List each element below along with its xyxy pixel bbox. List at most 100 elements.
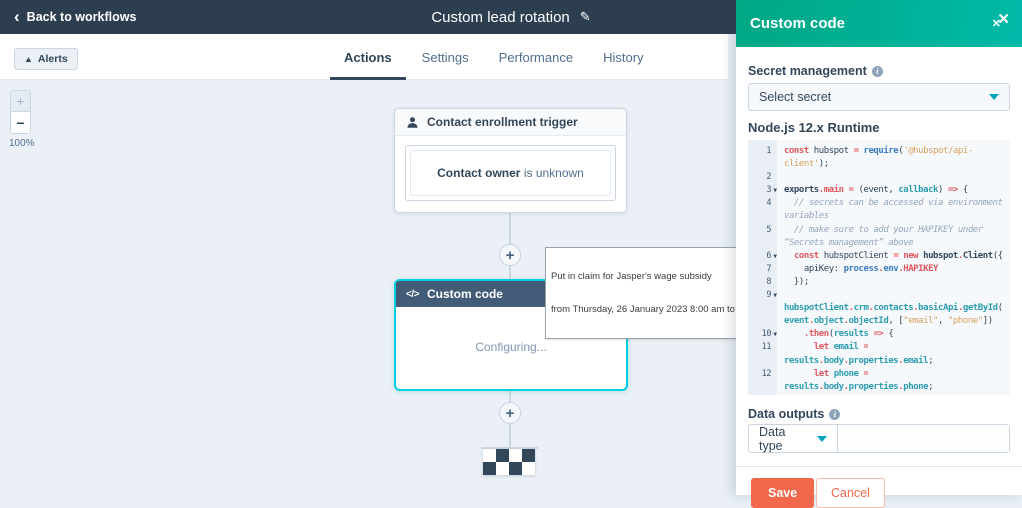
line-number: 8 <box>766 276 771 287</box>
line-number <box>748 355 777 368</box>
trigger-condition-box[interactable]: Contact owner is unknown <box>405 145 616 201</box>
condition-operator: is unknown <box>520 166 584 180</box>
line-number: 3▼ <box>748 184 777 197</box>
action-card-title: Custom code <box>426 287 503 301</box>
fold-caret-icon[interactable]: ▼ <box>773 252 777 260</box>
data-output-row: Data type <box>748 424 1010 453</box>
code-lines: 1 const hubspot = require('@hubspot/api-c… <box>748 140 1010 394</box>
tooltip-line-1: Put in claim for Jasper's wage subsidy <box>551 271 712 282</box>
back-to-workflows-link[interactable]: ‹ Back to workflows <box>14 0 136 34</box>
code-line: client'); <box>784 159 829 170</box>
code-row: 2 <box>748 171 1010 184</box>
fold-caret-icon[interactable]: ▼ <box>773 187 777 195</box>
code-row: 9▼ <box>748 289 1010 302</box>
tab-actions[interactable]: Actions <box>330 34 406 80</box>
line-number: 5 <box>766 224 771 235</box>
info-icon[interactable]: i <box>871 65 883 77</box>
cancel-button[interactable]: Cancel <box>816 478 885 508</box>
line-number: 10▼ <box>748 328 777 341</box>
code-line: results.body.properties.email; <box>784 355 934 366</box>
code-row: 5 // make sure to add your HAPIKEY under <box>748 224 1010 237</box>
info-icon[interactable]: i <box>829 408 841 420</box>
code-row: 8 }); <box>748 276 1010 289</box>
data-outputs-label: Data outputs i <box>748 407 841 421</box>
data-output-name-input[interactable] <box>838 425 1009 452</box>
line-number: 4 <box>766 198 771 209</box>
line-number <box>748 315 777 328</box>
person-icon <box>407 116 418 128</box>
line-number <box>748 302 777 315</box>
code-line: }); <box>784 276 809 287</box>
back-chevron-icon: ‹ <box>14 6 20 26</box>
line-number <box>748 210 777 223</box>
line-number <box>748 381 777 394</box>
condition-property: Contact owner <box>437 166 521 180</box>
alerts-label: Alerts <box>37 53 68 65</box>
zoom-out-button[interactable]: − <box>11 112 30 133</box>
add-action-button-top[interactable]: + <box>499 244 521 266</box>
code-row: 7 apiKey: process.env.HAPIKEY <box>748 263 1010 276</box>
code-editor[interactable]: 1 const hubspot = require('@hubspot/api-c… <box>748 140 1010 395</box>
workflow-title-bar: Custom lead rotation ✎ <box>0 0 1022 34</box>
code-line: apiKey: process.env.HAPIKEY <box>784 263 939 274</box>
line-number: 12 <box>761 368 772 379</box>
trigger-condition: Contact owner is unknown <box>410 150 611 196</box>
code-line: exports.main = (event, callback) => { <box>784 185 968 196</box>
code-line: // make sure to add your HAPIKEY under <box>784 224 983 235</box>
code-line: results.body.properties.phone; <box>784 381 934 392</box>
fold-caret-icon[interactable]: ▼ <box>773 292 777 300</box>
zoom-controls: + − <box>10 90 31 134</box>
code-row: 12 let phone = <box>748 368 1010 381</box>
secret-management-label: Secret management i <box>748 64 883 78</box>
custom-code-panel: Custom code ✕ ✕ Secret management i Sele… <box>736 0 1022 508</box>
code-line: const hubspotClient = new hubspot.Client… <box>793 250 1003 261</box>
code-row: 4 // secrets can be accessed via environ… <box>748 197 1010 210</box>
data-type-dropdown[interactable]: Data type <box>749 424 838 453</box>
chevron-down-icon <box>817 435 827 442</box>
close-panel-button[interactable]: ✕ ✕ <box>982 10 1012 36</box>
secret-select-value: Select secret <box>759 90 832 104</box>
code-row: 10▼ .then(results => { <box>748 328 1010 341</box>
code-line: event.object.objectId, ["email", "phone"… <box>784 316 993 327</box>
code-line: hubspotClient.crm.contacts.basicApi.getB… <box>784 303 1003 314</box>
code-row: results.body.properties.email; <box>748 355 1010 368</box>
line-number: 6▼ <box>748 250 777 263</box>
alerts-button[interactable]: ▲! Alerts <box>14 48 78 70</box>
tab-settings[interactable]: Settings <box>421 49 469 65</box>
code-line: “Secrets management” above <box>784 237 914 248</box>
save-button[interactable]: Save <box>751 478 815 508</box>
code-line: let phone = <box>813 368 869 379</box>
code-row: 11 let email = <box>748 341 1010 354</box>
code-line: let email = <box>813 342 869 353</box>
tab-history[interactable]: History <box>603 49 644 65</box>
end-of-workflow-flag-icon <box>483 449 535 475</box>
runtime-label: Node.js 12.x Runtime <box>748 120 880 135</box>
data-type-value: Data type <box>759 424 786 453</box>
close-icon: ✕ <box>997 11 1010 28</box>
code-line: variables <box>784 211 829 222</box>
fold-caret-icon[interactable]: ▼ <box>773 331 777 339</box>
chevron-down-icon <box>989 94 999 100</box>
warning-icon: ▲! <box>24 53 33 64</box>
edit-title-icon[interactable]: ✎ <box>579 9 591 24</box>
secret-select-dropdown[interactable]: Select secret <box>748 83 1010 111</box>
close-icon-small: ✕ <box>991 18 1001 30</box>
code-line <box>777 289 784 302</box>
panel-footer-divider <box>736 466 1022 495</box>
code-line <box>777 171 784 184</box>
code-row: client'); <box>748 158 1010 171</box>
workflow-tabs: Actions Settings Performance History <box>330 34 656 80</box>
code-row: 3▼ exports.main = (event, callback) => { <box>748 184 1010 197</box>
trigger-card-title: Contact enrollment trigger <box>427 115 578 129</box>
code-row: 6▼ const hubspotClient = new hubspot.Cli… <box>748 250 1010 263</box>
code-line: .then(results => { <box>803 329 894 340</box>
add-action-button-bottom[interactable]: + <box>499 402 521 424</box>
code-line: const hubspot = require('@hubspot/api- <box>784 146 973 156</box>
zoom-level: 100% <box>9 138 35 149</box>
tab-strip: ▲! Alerts Actions Settings Performance Hist… <box>0 34 728 80</box>
line-number: 1 <box>766 146 771 156</box>
tab-performance[interactable]: Performance <box>498 49 574 65</box>
code-row: hubspotClient.crm.contacts.basicApi.getB… <box>748 302 1010 315</box>
contact-enrollment-trigger-card[interactable]: Contact enrollment trigger Contact owner… <box>394 108 627 213</box>
zoom-in-button[interactable]: + <box>11 91 30 112</box>
